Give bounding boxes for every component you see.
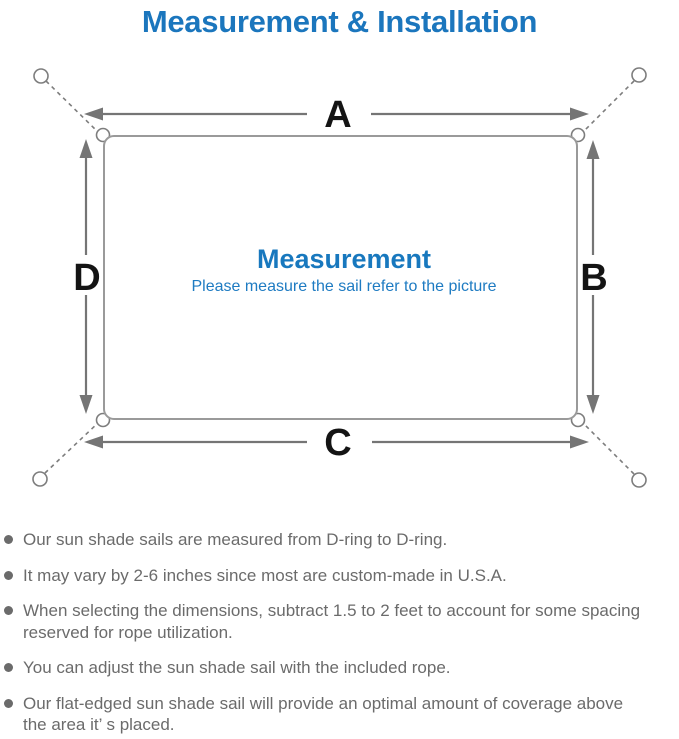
dim-label-a: A [324, 94, 351, 136]
list-item-text: Our sun shade sails are measured from D-… [23, 530, 448, 549]
instruction-list: Our sun shade sails are measured from D-… [0, 529, 679, 736]
bullet-dot [4, 606, 13, 615]
arrow-d-down-head [79, 395, 93, 414]
arrow-a-right-head [570, 107, 589, 121]
measurement-diagram: A B C D Measurement Please measure the s… [0, 42, 679, 519]
list-item: When selecting the dimensions, subtract … [4, 600, 673, 643]
sail-outline [103, 135, 578, 420]
list-item-text: Our flat-edged sun shade sail will provi… [23, 693, 624, 735]
rope-line-bottom-right [581, 421, 635, 475]
dim-label-d: D [73, 257, 100, 299]
anchor-ring-top-right [631, 67, 647, 83]
diagram-subheading: Please measure the sail refer to the pic… [191, 278, 496, 295]
arrow-b [586, 140, 600, 414]
arrow-c [84, 435, 589, 449]
list-item: Our sun shade sails are measured from D-… [4, 529, 673, 551]
rope-line-top-right [581, 80, 635, 134]
bullet-dot [4, 663, 13, 672]
anchor-ring-top-left [33, 68, 49, 84]
arrow-b-down-head [586, 395, 600, 414]
list-item-text: It may vary by 2-6 inches since most are… [23, 565, 507, 585]
list-item: It may vary by 2-6 inches since most are… [4, 565, 673, 587]
list-item-text: You can adjust the sun shade sail with t… [23, 658, 451, 677]
anchor-ring-bottom-right [631, 472, 647, 488]
bullet-dot [4, 570, 13, 580]
arrow-c-right-head [570, 435, 589, 449]
anchor-rings [32, 67, 647, 488]
list-item-text: When selecting the dimensions, subtract … [23, 601, 641, 642]
arrow-c-left-head [84, 435, 103, 449]
arrow-d-up-head [79, 139, 93, 158]
list-item: Our flat-edged sun shade sail will provi… [4, 693, 673, 736]
sail-diagram-svg: A B C D Measurement Please measure the s… [32, 67, 647, 488]
page-title: Measurement & Installation [141, 4, 538, 39]
arrow-a [84, 107, 589, 121]
rope-line-bottom-left [44, 421, 100, 474]
arrow-d [79, 139, 93, 414]
rope-line-top-left [45, 80, 100, 134]
bullet-dot [4, 535, 13, 544]
arrow-a-left-head [84, 107, 103, 121]
dim-label-b: B [580, 257, 607, 299]
list-item: You can adjust the sun shade sail with t… [4, 657, 673, 679]
anchor-ring-bottom-left [32, 471, 48, 487]
diagram-heading: Measurement [257, 244, 431, 274]
bullet-dot [4, 698, 13, 708]
arrow-b-up-head [586, 140, 600, 159]
dim-label-c: C [324, 422, 351, 464]
